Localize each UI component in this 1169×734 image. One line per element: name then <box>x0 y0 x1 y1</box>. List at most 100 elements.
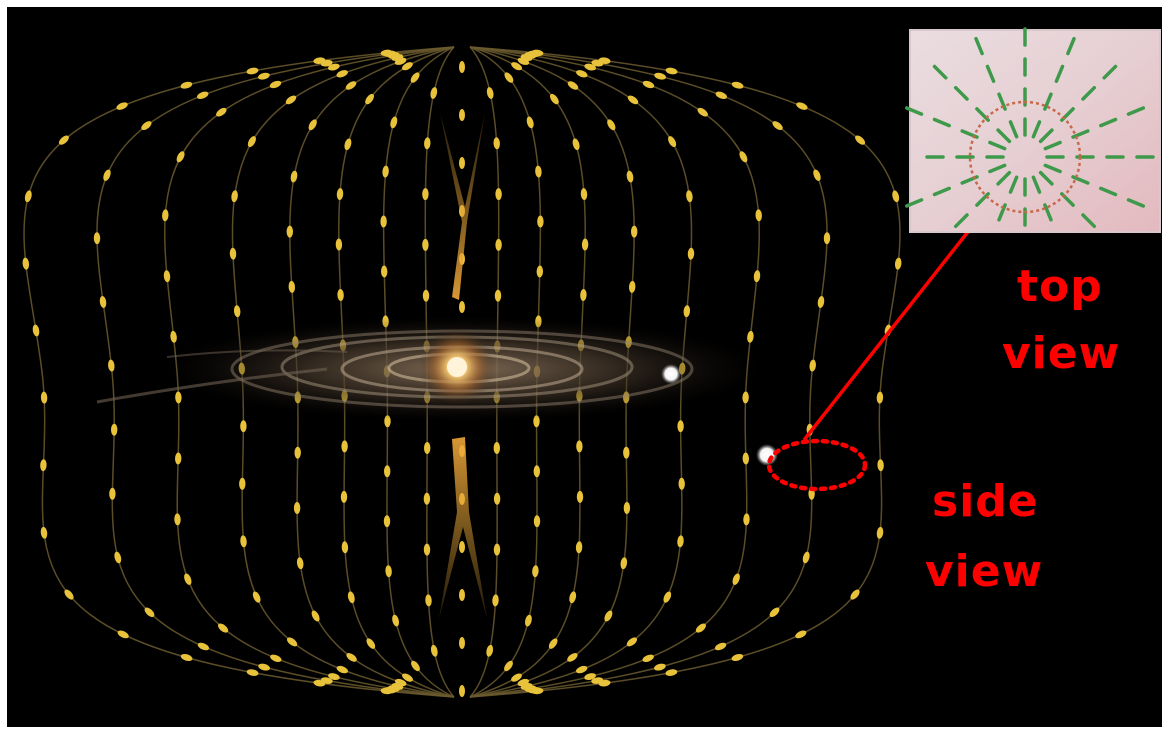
field-dot <box>294 446 301 459</box>
side-view-highlight-ellipse <box>766 438 868 492</box>
field-dot <box>459 61 465 73</box>
field-dot <box>285 95 297 105</box>
field-dot <box>313 679 326 687</box>
field-dot <box>567 81 579 90</box>
inset-arrow <box>1038 128 1054 144</box>
field-dot <box>493 137 500 150</box>
white-star-icon <box>756 444 778 466</box>
white-star-icon <box>661 364 681 384</box>
field-dot <box>850 589 860 600</box>
inset-arrow <box>1031 120 1042 139</box>
field-dot <box>731 81 744 89</box>
polar-jets <box>439 112 487 619</box>
field-dot <box>286 225 293 238</box>
field-dot <box>813 169 821 181</box>
inset-arrow <box>1054 64 1065 83</box>
inset-arrow <box>1008 175 1019 194</box>
field-dot <box>486 644 494 657</box>
field-dot <box>575 541 583 554</box>
field-dot <box>495 188 502 201</box>
inset-arrow <box>932 64 948 80</box>
field-dot <box>663 591 672 603</box>
field-dot <box>114 551 122 564</box>
field-dot <box>459 589 465 601</box>
field-dot <box>335 238 343 251</box>
field-dot <box>695 623 706 633</box>
inset-arrow <box>1071 175 1090 185</box>
field-dot <box>109 487 116 500</box>
field-dot <box>174 452 182 465</box>
field-dot <box>607 119 616 131</box>
callout-line <box>802 203 991 442</box>
field-line <box>23 46 455 698</box>
inset-arrow <box>996 128 1012 144</box>
diagram-frame: top view side view <box>7 7 1162 727</box>
field-dot <box>654 663 666 671</box>
field-dot <box>430 87 438 99</box>
field-dot <box>531 49 544 57</box>
field-dot <box>494 289 502 302</box>
field-dot <box>422 188 429 201</box>
field-dot <box>341 440 348 453</box>
field-dot <box>380 49 393 57</box>
field-dot <box>714 642 727 651</box>
field-dot <box>390 116 398 129</box>
field-dot <box>550 93 559 105</box>
field-dot <box>269 80 282 89</box>
field-dot <box>665 67 678 75</box>
field-dot <box>459 685 465 697</box>
inset-arrow <box>1043 140 1062 151</box>
field-dot <box>743 513 750 526</box>
field-dot <box>246 67 259 75</box>
field-dot <box>537 215 544 228</box>
inset-arrow <box>1066 36 1076 56</box>
field-dot <box>252 591 261 603</box>
field-dot <box>876 526 884 539</box>
field-dot <box>753 270 761 283</box>
field-line <box>96 46 455 698</box>
field-dot <box>401 62 413 71</box>
field-dot <box>175 391 182 404</box>
galaxy-magnetic-field-diagram <box>22 27 1161 698</box>
inset-arrow <box>1102 64 1118 80</box>
field-dot <box>569 591 577 604</box>
field-dot <box>231 190 238 203</box>
inset-arrow <box>975 192 990 207</box>
field-dot <box>240 535 247 548</box>
field-dot <box>239 477 246 490</box>
field-dot <box>504 72 514 83</box>
field-dot <box>233 305 241 318</box>
field-dot <box>382 165 389 178</box>
field-dot <box>459 157 465 169</box>
field-dot <box>772 121 783 131</box>
field-dot <box>176 151 185 163</box>
inset-arrow <box>1043 163 1062 174</box>
field-dot <box>366 638 376 649</box>
field-dot <box>747 330 754 343</box>
field-dot <box>809 359 816 372</box>
field-dot <box>141 121 152 131</box>
field-dot <box>580 289 587 301</box>
field-dot <box>40 526 48 539</box>
field-dot <box>184 573 192 585</box>
field-dot <box>423 442 431 454</box>
field-dot <box>170 330 177 343</box>
field-dot <box>240 420 247 433</box>
inset-arrow <box>1081 85 1097 101</box>
field-dot <box>877 459 884 472</box>
field-dot <box>533 515 541 528</box>
inset-arrow <box>988 140 1007 151</box>
field-dot <box>162 209 169 222</box>
inset-arrow <box>1126 198 1146 208</box>
field-dot <box>715 91 728 100</box>
field-dot <box>380 265 388 278</box>
field-dot <box>424 137 431 150</box>
field-dot <box>626 170 634 183</box>
field-dot <box>678 477 685 490</box>
field-dot <box>425 594 432 607</box>
field-dot <box>344 138 352 151</box>
field-dot <box>855 135 866 145</box>
field-dot <box>411 660 420 672</box>
inset-field-arrows <box>904 27 1155 229</box>
field-dot <box>769 607 780 618</box>
